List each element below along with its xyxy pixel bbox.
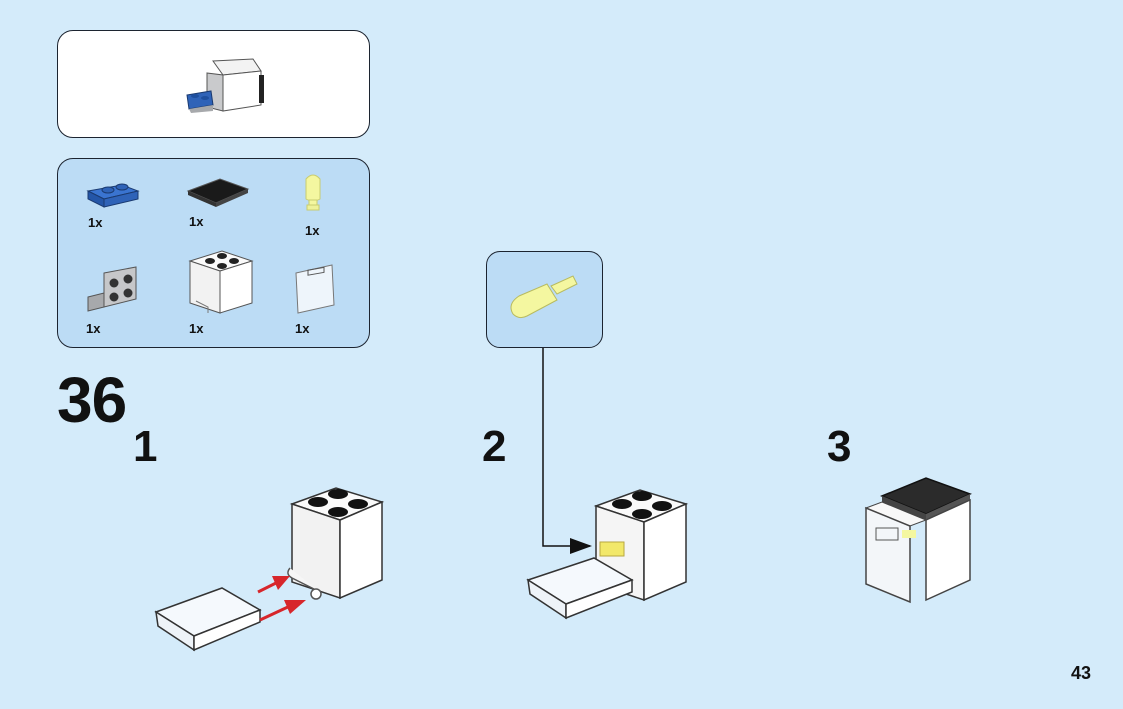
page-number: 43 (1071, 663, 1092, 683)
part-quantity: 1x (189, 214, 204, 229)
part-white-cupboard-icon (188, 250, 254, 314)
lamp-callout (486, 251, 603, 348)
part-grey-bracket-icon (87, 266, 137, 312)
substep-number-3: 3 (827, 422, 852, 471)
part-quantity: 1x (305, 223, 320, 238)
substep-2-illustration (526, 348, 689, 620)
step-number: 36 (57, 364, 127, 436)
substep-number-2: 2 (482, 422, 507, 471)
part-blue-plate-icon (86, 183, 140, 208)
substep-3-illustration (864, 477, 972, 604)
black-arrow-icon (570, 538, 592, 554)
part-quantity: 1x (86, 321, 101, 336)
pointer-line (542, 348, 590, 547)
part-quantity: 1x (189, 321, 204, 336)
subassembly-callout (57, 30, 370, 138)
yellow-lamp-icon (510, 275, 578, 319)
part-quantity: 1x (88, 215, 103, 230)
subassembly-illustration (186, 58, 264, 113)
substep-1-illustration (154, 487, 385, 652)
part-black-tile-icon (186, 178, 250, 207)
part-yellow-lamp-icon (305, 174, 321, 211)
part-quantity: 1x (295, 321, 310, 336)
substep-number-1: 1 (133, 422, 158, 471)
part-clear-door-icon (295, 264, 335, 314)
parts-list-panel: 1x 1x 1x 1x 1x 1x (57, 158, 370, 348)
